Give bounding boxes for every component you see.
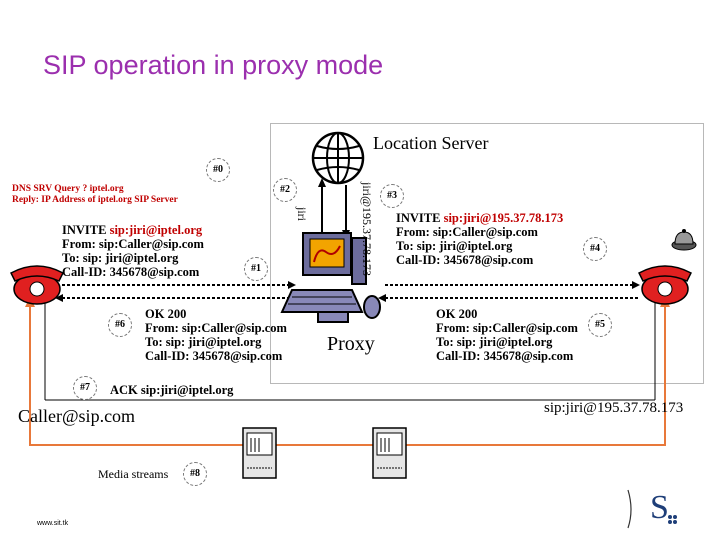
dns-reply: Reply: IP Address of iptel.org SIP Serve… [12,195,178,205]
step-tag-0: #0 [206,158,230,182]
from-header: From: sip:Caller@sip.com [145,321,287,335]
callee-phone-icon [638,265,692,305]
callid-header: Call-ID: 345678@sip.com [436,349,574,363]
jiri-address-label: jiri@195.37.78.173 [360,182,374,277]
proxy-label: Proxy [327,333,375,355]
status-line: OK 200 [145,307,187,321]
status-line: OK 200 [436,307,478,321]
step-tag-2: #2 [273,178,297,202]
globe-icon [311,131,365,185]
ok-message-left: OK 200 From: sip:Caller@sip.com To: sip:… [145,307,287,363]
to-header: To: sip: jiri@iptel.org [396,239,513,253]
ack-message: ACK sip:jiri@iptel.org [110,383,234,397]
media-server-icon [242,427,277,479]
ok-message-right: OK 200 From: sip:Caller@sip.com To: sip:… [436,307,578,363]
bell-icon [671,229,697,251]
invite-request-line: INVITE sip:jiri@195.37.78.173 [396,211,564,225]
from-header: From: sip:Caller@sip.com [396,225,538,239]
to-header: To: sip: jiri@iptel.org [436,335,553,349]
to-header: To: sip: jiri@iptel.org [62,251,179,265]
svg-text:S: S [650,489,669,526]
invite-message-left: INVITE sip:jiri@iptel.org From: sip:Call… [62,223,204,279]
caller-phone-icon [10,265,64,305]
to-header: To: sip: jiri@iptel.org [145,335,262,349]
invite-message-right: INVITE sip:jiri@195.37.78.173 From: sip:… [396,211,563,267]
logo-icon: S [627,489,677,529]
step-tag-5: #5 [588,313,612,337]
page-title: SIP operation in proxy mode [43,50,384,80]
proxy-computer-icon [280,232,381,323]
step-tag-7: #7 [73,376,97,400]
jiri-label: jiri [295,207,309,221]
step-tag-6: #6 [108,313,132,337]
callid-header: Call-ID: 345678@sip.com [145,349,283,363]
location-server-label: Location Server [373,133,489,153]
caller-address: Caller@sip.com [18,406,136,426]
dns-query: DNS SRV Query ? iptel.org [12,184,124,194]
invite-request-line: INVITE sip:jiri@iptel.org [62,223,203,237]
from-header: From: sip:Caller@sip.com [436,321,578,335]
callid-header: Call-ID: 345678@sip.com [62,265,200,279]
step-tag-1: #1 [244,257,268,281]
media-streams-label: Media streams [98,467,169,481]
website-footer: www.sit.tk [37,520,69,527]
step-tag-8: #8 [183,462,207,486]
step-tag-3: #3 [380,184,404,208]
proxy-domain-frame [270,123,704,384]
from-header: From: sip:Caller@sip.com [62,237,204,251]
media-server-icon [372,427,407,479]
step-tag-4: #4 [583,237,607,261]
callee-address: sip:jiri@195.37.78.173 [544,400,684,416]
callid-header: Call-ID: 345678@sip.com [396,253,534,267]
media-stream-line [29,305,666,446]
